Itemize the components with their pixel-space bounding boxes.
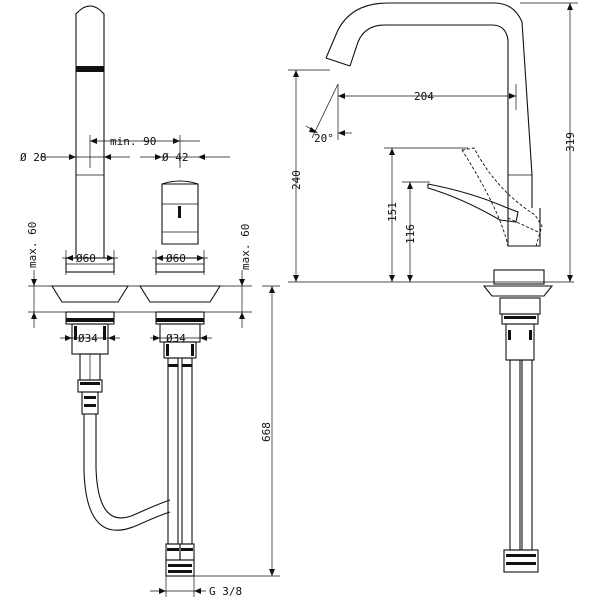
label-dia-60-b: Ø60	[166, 252, 186, 265]
label-dia-60-a: Ø60	[76, 252, 96, 265]
label-240: 240	[290, 170, 303, 190]
valve-front-view	[139, 180, 221, 577]
label-max-60-left: max. 60	[26, 222, 39, 268]
label-dia-34-b: Ø34	[166, 332, 186, 345]
label-dia-42: Ø 42	[162, 151, 189, 164]
label-319: 319	[564, 132, 577, 152]
spout-front-view	[51, 5, 171, 531]
label-g-3-8: G 3/8	[209, 585, 242, 598]
right-dimensions	[288, 2, 578, 283]
label-20-degree: 20°	[314, 132, 334, 145]
label-668: 668	[260, 422, 273, 442]
label-min-90: min. 90	[110, 135, 156, 148]
faucet-side-view	[325, 2, 554, 573]
label-dia-34-a: Ø34	[78, 332, 98, 345]
label-max-60-mid: max. 60	[239, 224, 252, 270]
label-204: 204	[414, 90, 434, 103]
label-116: 116	[404, 224, 417, 244]
left-dimensions	[28, 135, 280, 597]
label-dia-28: Ø 28	[20, 151, 47, 164]
label-151: 151	[386, 202, 399, 222]
